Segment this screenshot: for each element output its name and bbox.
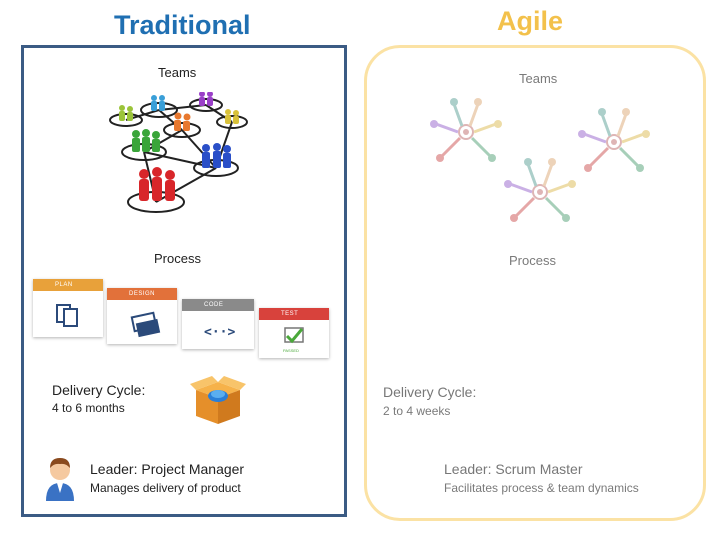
- traditional-teams-label: Teams: [158, 65, 197, 80]
- svg-text:<··>: <··>: [204, 325, 235, 340]
- agile-delivery-value: 2 to 4 weeks: [383, 404, 451, 418]
- code-brackets-icon: <··>: [204, 325, 235, 340]
- agile-team-icon: [430, 98, 502, 162]
- checkmark-icon: [284, 327, 304, 344]
- process-step-code: CODE <··>: [182, 299, 254, 349]
- agile-process-label: Process: [509, 253, 556, 268]
- process-step-design: DESIGN: [107, 288, 177, 344]
- agile-team-icon: [578, 108, 650, 172]
- process-step-test: TEST PASSED: [259, 308, 329, 358]
- process-step-plan: PLAN: [33, 279, 103, 337]
- traditional-process-label: Process: [154, 251, 201, 266]
- agile-leader-desc: Facilitates process & team dynamics: [444, 481, 639, 495]
- process-step-test-label: TEST: [259, 308, 329, 320]
- traditional-delivery-value: 4 to 6 months: [52, 401, 125, 415]
- traditional-title: Traditional: [114, 10, 251, 40]
- agile-team-icon: [504, 158, 576, 222]
- project-manager-avatar-icon: [46, 458, 74, 501]
- agile-teams-label: Teams: [519, 71, 558, 86]
- traditional-leader-label: Leader: Project Manager: [90, 461, 245, 477]
- traditional-leader-desc: Manages delivery of product: [90, 481, 241, 495]
- design-screens-icon: [130, 311, 161, 338]
- test-passed-badge: PASSED: [283, 348, 299, 353]
- agile-title: Agile: [497, 6, 564, 36]
- process-step-plan-label: PLAN: [33, 279, 103, 291]
- process-step-code-label: CODE: [182, 299, 254, 311]
- package-box-icon: [190, 376, 246, 424]
- agile-delivery-label: Delivery Cycle:: [383, 384, 477, 400]
- document-icon: [56, 304, 78, 327]
- agile-panel: [364, 45, 706, 521]
- agile-leader-label: Leader: Scrum Master: [444, 461, 583, 477]
- process-step-design-label: DESIGN: [107, 288, 177, 300]
- team-network-icon: [109, 92, 248, 213]
- traditional-delivery-label: Delivery Cycle:: [52, 382, 146, 398]
